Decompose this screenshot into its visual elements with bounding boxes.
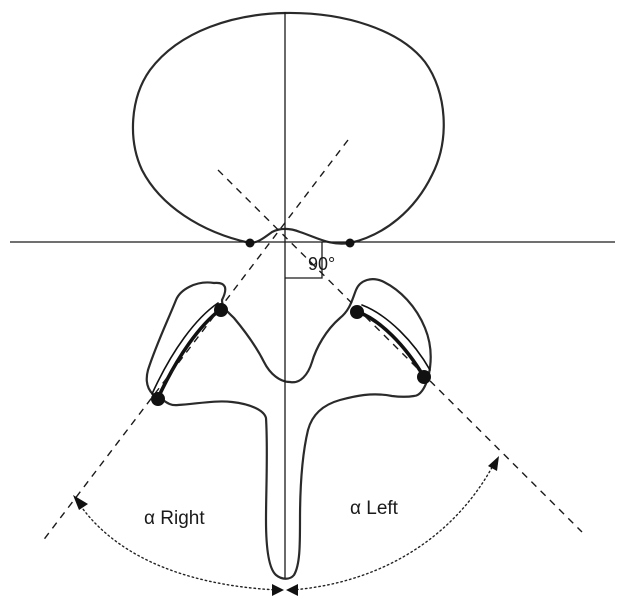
perpendicular-angle-label: 90° [308,254,335,274]
vertebral-body-outline [131,11,445,245]
left-facet-joint-line [356,310,426,379]
left-facet-posterior-dot [417,370,431,384]
right-angle-arc [77,501,279,591]
body-landmark-dot-left [345,238,355,248]
body-landmark-dot-right [245,238,255,248]
right-angle-marker [285,242,323,279]
left-facet-joint-inner-line [361,304,431,371]
left-angle-arc [291,459,497,591]
right-arc-arrowhead-inner [272,584,284,596]
right-arc-arrowhead-outer [73,495,88,510]
right-facet-joint-inner-line [151,302,219,395]
right-facet-anterior-dot [214,303,228,317]
right-facet-posterior-dot [151,392,165,406]
left-facet-axis-dashed [217,169,583,533]
left-arc-arrowhead-inner [286,584,298,596]
left-facet-anterior-dot [350,305,364,319]
right-facet-joint-line [156,307,223,400]
right-angle-label: α Right [144,508,205,529]
left-arc-arrowhead-outer [488,456,499,471]
right-facet-axis-dashed [41,139,349,543]
posterior-arch-outline [145,278,432,580]
left-angle-label: α Left [350,498,399,519]
